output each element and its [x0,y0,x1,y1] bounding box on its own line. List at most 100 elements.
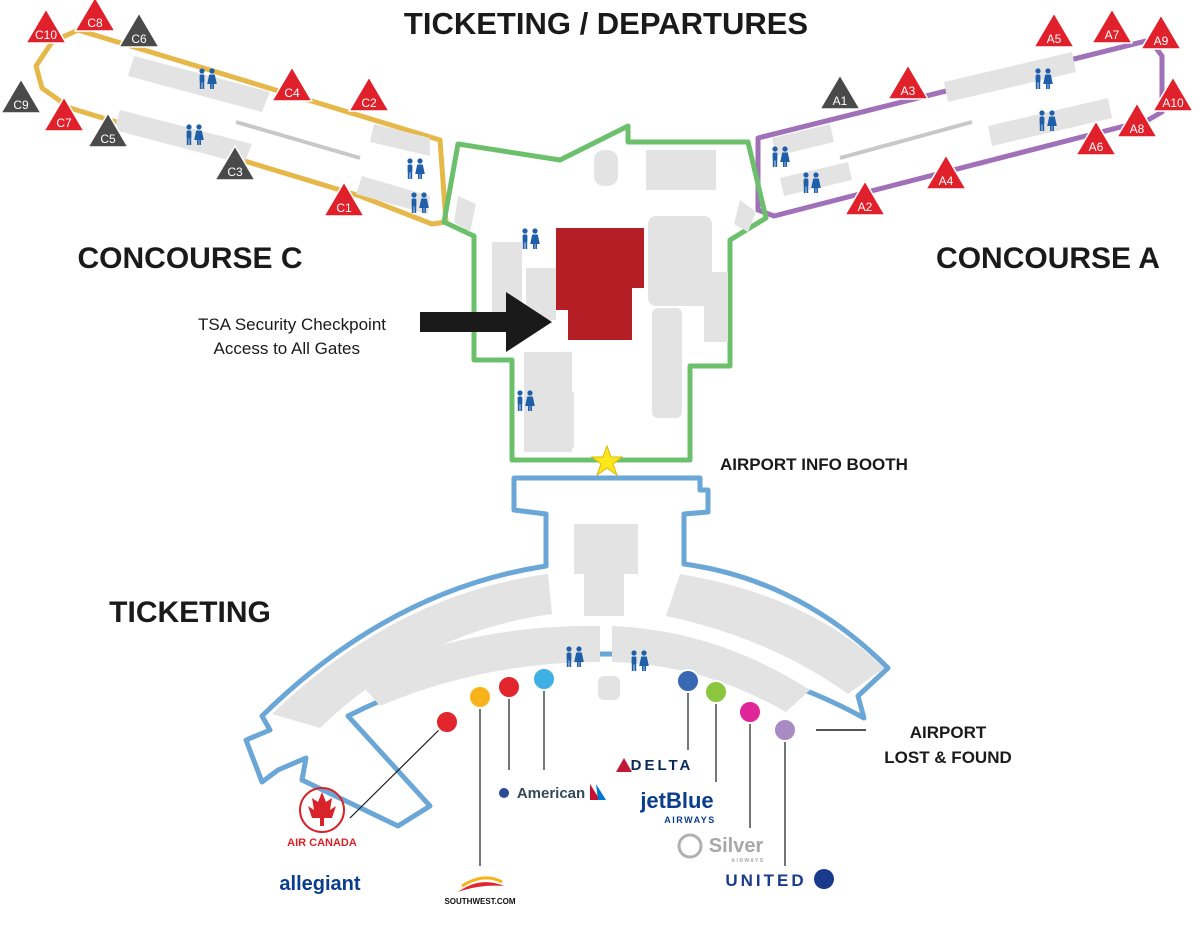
tsa-checkpoint[interactable] [556,228,644,340]
airline-name: UNITED [725,871,806,890]
airline-name: allegiant [279,873,360,895]
gate-label: A9 [1154,34,1169,48]
tsa-label-line2: Access to All Gates [214,339,360,358]
gate-triangle-icon [25,8,67,44]
gate-triangle-icon [43,96,85,132]
airline-counter-dot[interactable] [773,718,797,742]
airline-name: AIR CANADA [287,837,357,849]
gate-c8-marker[interactable]: C8 [74,0,116,32]
gate-triangle-icon [1033,12,1075,48]
gate-a5-marker[interactable]: A5 [1033,12,1075,48]
gate-c10-marker[interactable]: C10 [25,8,67,44]
hall-block [652,308,682,418]
gate-label: C1 [336,201,352,215]
gate-triangle-icon [1116,102,1158,138]
united-globe-icon [814,869,834,889]
airline-counter-dot[interactable] [532,667,556,691]
airline-name: Silver [709,835,764,857]
concourse-c-gate-area [370,124,430,156]
hall-block [734,200,756,232]
airline-american[interactable]: American [499,667,606,802]
hall-block [646,150,716,190]
airline-counter-dot[interactable] [704,680,728,704]
restroom-icon [407,158,425,179]
concourse-c-walkway [235,120,361,160]
gate-c2-marker[interactable]: C2 [348,76,390,112]
ticket-counter-band [272,574,552,728]
gate-label: A1 [833,94,848,108]
gate-label: A10 [1162,96,1184,110]
ticketing-hall[interactable] [243,475,891,829]
gate-label: C8 [87,16,103,30]
gate-a4-marker[interactable]: A4 [925,154,967,190]
airline-southwest[interactable]: SOUTHWEST.COM [444,675,521,906]
gate-triangle-icon [87,112,129,148]
gate-c3-marker[interactable]: C3 [214,145,256,181]
hall-block [546,392,574,448]
gate-c7-marker[interactable]: C7 [43,96,85,132]
hall-block [648,216,712,306]
concourse-a-walkway [839,120,973,160]
airline-counter-dot[interactable] [676,669,700,693]
gate-label: C10 [35,28,57,42]
page-title: TICKETING / DEPARTURES [404,6,808,41]
concourse-c-gate-area [128,56,270,112]
airline-counter-dot[interactable] [497,675,521,699]
american-globe-icon [499,788,509,798]
gate-c1-marker[interactable]: C1 [323,181,365,217]
gate-triangle-icon [118,12,160,48]
gate-triangle-icon [0,78,42,114]
airline-delta[interactable]: DELTA [616,669,700,774]
hall-block [594,150,618,186]
concourse-c[interactable] [33,27,449,227]
gate-a1-marker[interactable]: A1 [819,74,861,110]
concourse-c-title: CONCOURSE C [77,242,302,275]
airline-leader-line [349,721,448,819]
gate-a9-marker[interactable]: A9 [1140,14,1182,50]
aircanada-ring [299,787,345,833]
gate-c5-marker[interactable]: C5 [87,112,129,148]
gate-a8-marker[interactable]: A8 [1116,102,1158,138]
airline-united[interactable]: UNITED [725,718,834,890]
delta-widget-icon [616,758,632,772]
airline-subtitle: AIRWAYS [664,815,716,825]
concourse-a-gate-area [944,52,1076,102]
gate-triangle-icon [271,66,313,102]
gate-label: A2 [858,200,873,214]
gate-c6-marker[interactable]: C6 [118,12,160,48]
silver-swirl-icon [677,833,703,859]
security-hall[interactable] [420,123,769,477]
gate-a2-marker[interactable]: A2 [844,180,886,216]
gate-c9-marker[interactable]: C9 [0,78,42,114]
concourse-c-gate-area [114,110,252,164]
info-booth-star-icon[interactable] [590,444,624,477]
ticketing-title: TICKETING [109,596,271,629]
gate-c4-marker[interactable]: C4 [271,66,313,102]
airline-aircanada[interactable]: AIR CANADA [287,710,459,849]
ticket-core [584,572,624,616]
american-flight-symbol-icon [596,784,606,800]
checkpoint-arrow [420,292,552,352]
airline-counter-dot[interactable] [435,710,459,734]
security-hall-outline [441,123,769,463]
airline-allegiant[interactable]: allegiant [279,685,492,895]
airline-counter-dot[interactable] [738,700,762,724]
gate-a7-marker[interactable]: A7 [1091,8,1133,44]
airline-name: SOUTHWEST.COM [444,897,515,906]
gate-label: A5 [1047,32,1062,46]
gate-a10-marker[interactable]: A10 [1152,76,1194,112]
gate-triangle-icon [1075,120,1117,156]
gate-a3-marker[interactable]: A3 [887,64,929,100]
gate-a6-marker[interactable]: A6 [1075,120,1117,156]
gate-label: C6 [131,32,147,46]
gate-label: C7 [56,116,72,130]
gate-triangle-icon [74,0,116,32]
airline-counter-dot[interactable] [468,685,492,709]
airline-name: American [517,785,585,802]
